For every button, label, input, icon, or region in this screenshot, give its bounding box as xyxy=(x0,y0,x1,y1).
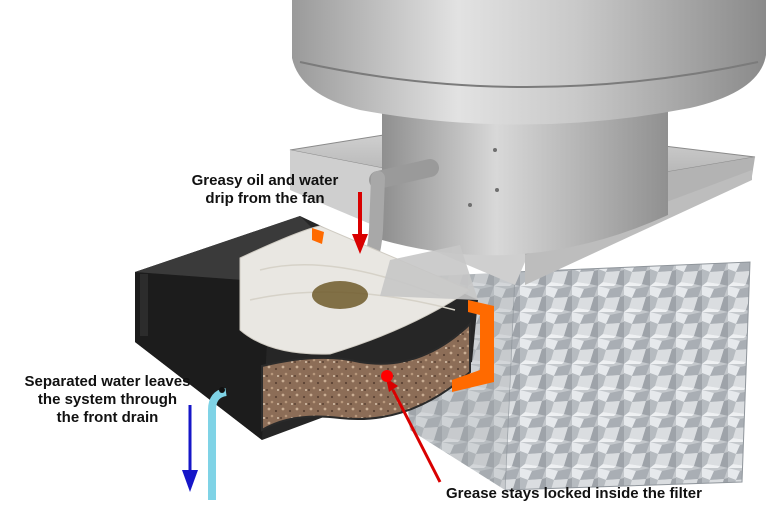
exhaust-fan-housing xyxy=(292,0,766,125)
label-drip-line-2: drip from the fan xyxy=(205,190,325,207)
drain-outlet xyxy=(219,387,225,393)
label-drain-line-2: the system through xyxy=(37,391,178,408)
filter-media xyxy=(239,225,472,355)
red-pointer-arrow xyxy=(381,370,442,483)
blue-water-arrow xyxy=(182,405,198,492)
filter-marker-dot xyxy=(381,370,393,382)
label-water-drain: Separated water leaves the system throug… xyxy=(0,373,215,427)
label-drain-line-3: the front drain xyxy=(56,409,159,426)
grease-spot xyxy=(312,281,368,309)
label-drip-line-1: Greasy oil and water xyxy=(191,172,339,189)
orange-clip-rear xyxy=(312,228,324,244)
label-grease-locked: Grease stays locked inside the filter xyxy=(446,485,702,502)
label-drain-line-1: Separated water leaves xyxy=(24,373,191,390)
label-drip-from-fan: Greasy oil and water drip from the fan xyxy=(165,172,365,208)
deflector-plate xyxy=(380,245,478,300)
red-drip-arrow xyxy=(352,192,368,254)
orange-clip xyxy=(452,300,494,392)
fan-neck xyxy=(382,96,668,256)
filter-core-cutaway xyxy=(261,321,471,432)
